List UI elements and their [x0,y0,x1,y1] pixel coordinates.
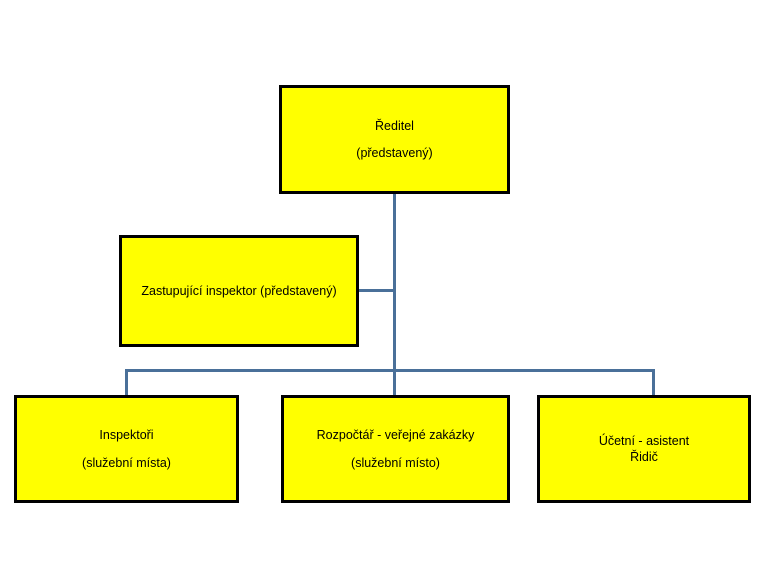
org-node-zastupujici-inspektor-line-1: Zastupující inspektor (představený) [141,283,337,298]
org-node-reditel-line-1: Ředitel [375,118,414,133]
connector-trunk-vertical [393,194,396,395]
connector-drop-left [125,369,128,396]
connector-drop-right [652,369,655,396]
org-node-rozpoctar[interactable]: Rozpočtář - veřejné zakázky (služební mí… [281,395,510,503]
org-node-inspektori-line-1: Inspektoři [99,428,154,443]
org-node-ucetni-ridic-line-1: Účetní - asistent [598,433,690,448]
org-node-reditel-line-2: (představený) [356,146,433,160]
org-node-ucetni-ridic-line-2: Řidič [630,450,658,464]
org-node-reditel[interactable]: Ředitel (představený) [279,85,510,194]
org-node-rozpoctar-line-2: (služební místo) [351,455,440,470]
org-node-zastupujici-inspektor[interactable]: Zastupující inspektor (představený) [119,235,359,347]
org-node-inspektori[interactable]: Inspektoři (služební místa) [14,395,239,503]
connector-deputy-horizontal [358,289,396,292]
org-node-ucetni-ridic[interactable]: Účetní - asistent Řidič [537,395,751,503]
connector-bus-horizontal [125,369,655,372]
org-node-inspektori-line-2: (služební místa) [82,455,171,470]
org-node-rozpoctar-line-1: Rozpočtář - veřejné zakázky [316,428,475,443]
